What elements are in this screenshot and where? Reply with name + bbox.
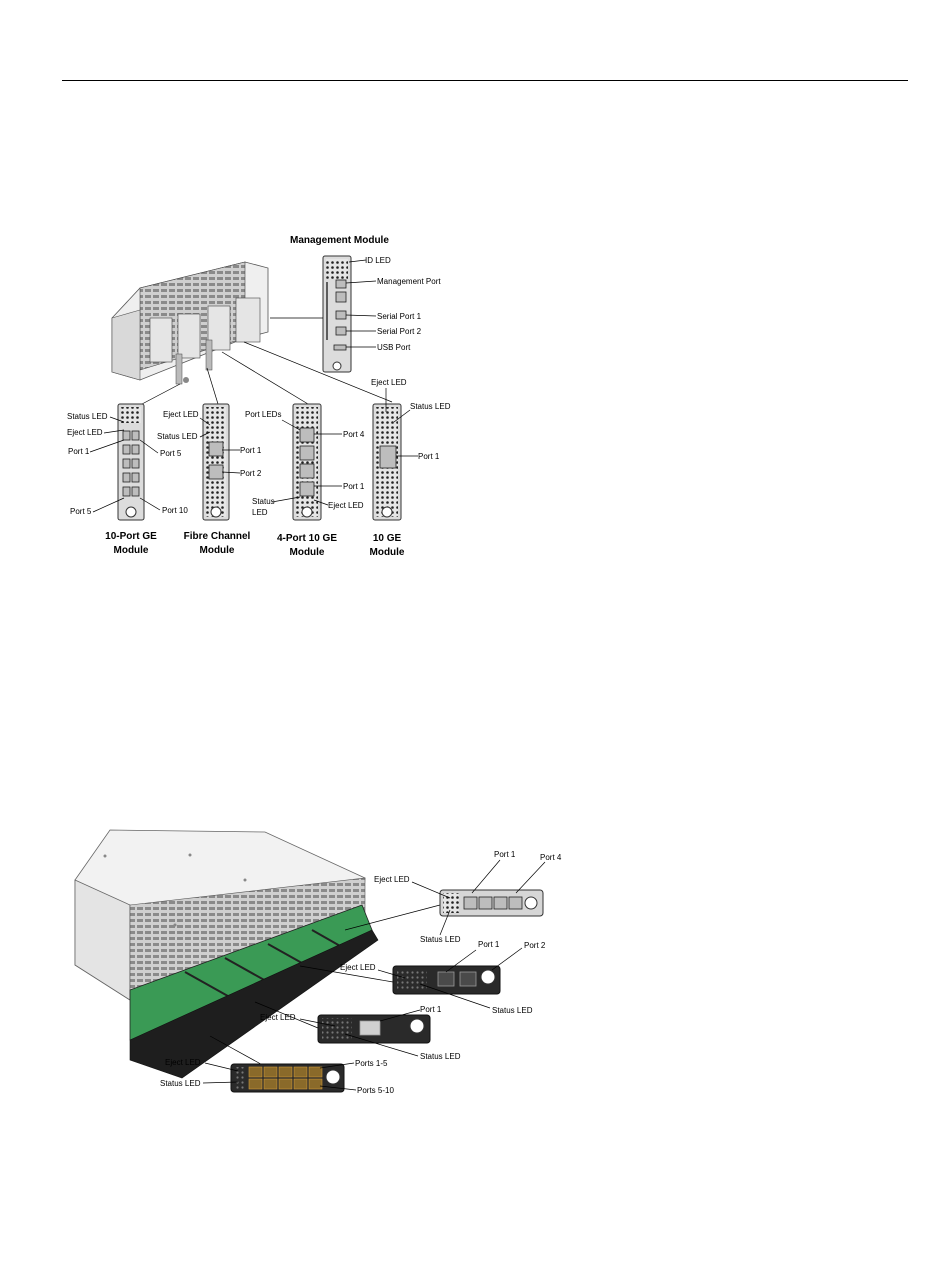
ten-ge-module: Eject LED Status LED Port 1 10 GE Module (370, 378, 451, 558)
f2-10p-label-ports-1-5: Ports 1-5 (355, 1059, 388, 1068)
p4-label-status: Status (252, 497, 275, 506)
serial-port-2-icon (335, 326, 347, 336)
f2-ten-port-module: Eject LED Status LED Ports 1-5 Ports 5-1… (160, 1058, 394, 1095)
ge10-caption-line2: Module (114, 545, 149, 556)
label-management-port: Management Port (377, 277, 441, 286)
ge10-label-eject-led: Eject LED (67, 428, 103, 437)
header-rule (62, 80, 908, 81)
p4-caption-line2: Module (290, 547, 325, 558)
f2-4p-label-port-4: Port 4 (540, 853, 562, 862)
p4-label-led: LED (252, 508, 268, 517)
four-port-10ge-module: Port LEDs Port 4 Port 1 Status LED Eject… (245, 403, 365, 558)
f2-four-port-module: Port 1 Port 4 Eject LED Status LED (374, 850, 562, 944)
f2-one-port-module: Port 1 Eject LED Status LED (260, 1005, 461, 1061)
fc-label-eject-led: Eject LED (163, 410, 199, 419)
fc-caption-line1: Fibre Channel (184, 531, 251, 542)
label-serial-port-2: Serial Port 2 (377, 327, 422, 336)
management-port-icon (335, 279, 347, 289)
f2-4p-label-status-led: Status LED (420, 935, 461, 944)
ge10-label-port-5-right: Port 5 (160, 449, 182, 458)
p4-caption-line1: 4-Port 10 GE (277, 533, 337, 544)
p4-label-eject-led: Eject LED (328, 501, 364, 510)
ge10-label-port-1: Port 1 (68, 447, 90, 456)
fc-label-port-2: Port 2 (240, 469, 262, 478)
f2-10p-label-ports-5-10: Ports 5-10 (357, 1086, 394, 1095)
p4-label-port-1: Port 1 (343, 482, 365, 491)
p4-label-port-4: Port 4 (343, 430, 365, 439)
f2-1p-label-port-1: Port 1 (420, 1005, 442, 1014)
f2-4p-label-port-1: Port 1 (494, 850, 516, 859)
figure-2-modules-chassis: Port 1 Port 4 Eject LED Status LED Port … (74, 829, 562, 1095)
f2-1p-label-status-led: Status LED (420, 1052, 461, 1061)
label-serial-port-1: Serial Port 1 (377, 312, 422, 321)
serial-port-1-icon (335, 310, 347, 320)
ge10s-caption-line1: 10 GE (373, 533, 402, 544)
ge10-label-port-5-left: Port 5 (70, 507, 92, 516)
f2-1p-label-eject-led: Eject LED (260, 1013, 296, 1022)
usb-port-icon (333, 344, 347, 351)
chassis-illustration-1 (111, 261, 269, 385)
f2-2p-label-port-1: Port 1 (478, 940, 500, 949)
f2-10p-label-eject-led: Eject LED (165, 1058, 201, 1067)
management-module: Management Module ID LED Management Port… (270, 235, 441, 373)
label-usb-port: USB Port (377, 343, 411, 352)
ge10s-label-status-led: Status LED (410, 402, 451, 411)
fc-caption-line2: Module (200, 545, 235, 556)
ge10-label-port-10: Port 10 (162, 506, 188, 515)
fibre-channel-module: Eject LED Status LED Port 1 Port 2 Fibre… (157, 403, 262, 556)
management-module-title: Management Module (290, 235, 389, 246)
chassis-illustration-2 (74, 829, 379, 1079)
ten-port-ge-module: Status LED Eject LED Port 1 Port 5 Port … (67, 403, 188, 556)
f2-4p-label-eject-led: Eject LED (374, 875, 410, 884)
figure-1-modules-front: Management Module ID LED Management Port… (67, 235, 451, 558)
f2-two-port-module: Port 1 Port 2 Eject LED Status LED (340, 940, 546, 1015)
ge10s-caption-line2: Module (370, 547, 405, 558)
ge10s-label-eject-led: Eject LED (371, 378, 407, 387)
f2-10p-label-status-led: Status LED (160, 1079, 201, 1088)
f2-2p-label-port-2: Port 2 (524, 941, 546, 950)
f2-2p-label-status-led: Status LED (492, 1006, 533, 1015)
label-id-led: ID LED (365, 256, 391, 265)
fc-label-status-led: Status LED (157, 432, 198, 441)
ge10s-label-port-1: Port 1 (418, 452, 440, 461)
ge10-label-status-led: Status LED (67, 412, 108, 421)
fc-label-port-1: Port 1 (240, 446, 262, 455)
p4-label-port-leds: Port LEDs (245, 410, 281, 419)
ge10-caption-line1: 10-Port GE (105, 531, 157, 542)
f2-2p-label-eject-led: Eject LED (340, 963, 376, 972)
